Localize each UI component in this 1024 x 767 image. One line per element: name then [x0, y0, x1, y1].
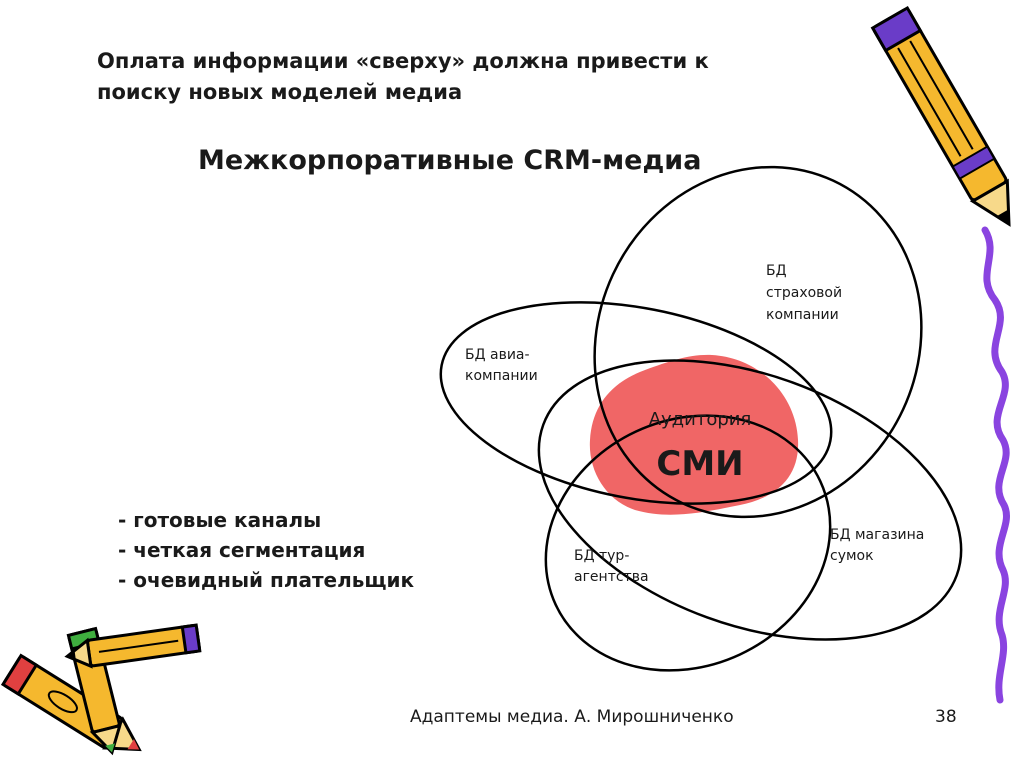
page-number: 38 — [935, 707, 957, 727]
label-airline-2: компании — [465, 368, 538, 384]
center-audience-blob — [589, 354, 799, 515]
label-travel-1: БД тур- — [574, 548, 629, 564]
label-travel-2: агентства — [574, 569, 649, 585]
pencil-icon — [870, 5, 1011, 227]
set-ellipse-insurance — [593, 165, 923, 519]
footer-credit: Адаптемы медиа. А. Мирошниченко — [410, 707, 734, 727]
bullet-item: - готовые каналы — [118, 508, 322, 532]
bullet-item: - очевидный плательщик — [118, 568, 415, 592]
intro-line-2: поиску новых моделей медиа — [97, 80, 463, 104]
decorative-squiggle-icon — [981, 226, 1010, 704]
intro-line-1: Оплата информации «сверху» должна привес… — [97, 49, 709, 73]
bullet-list: - готовые каналы - четкая сегментация - … — [118, 505, 414, 595]
pencil-icon — [0, 653, 142, 752]
bullet-item: - четкая сегментация — [118, 538, 366, 562]
label-insurance-2: страховой — [766, 285, 842, 301]
set-ellipse-bags — [537, 359, 963, 641]
venn-diagram: БД авиа- компании БД страховой компании … — [439, 165, 963, 672]
label-airline-1: БД авиа- — [465, 347, 530, 363]
label-insurance-1: БД — [766, 263, 787, 279]
set-ellipse-airline — [439, 301, 833, 505]
intro-text: Оплата информации «сверху» должна привес… — [97, 46, 777, 108]
label-bags-1: БД магазина — [830, 527, 924, 543]
center-label-1: Аудитория — [649, 409, 752, 430]
label-insurance-3: компании — [766, 307, 839, 323]
pencil-icon — [64, 623, 202, 669]
label-bags-2: сумок — [830, 548, 874, 564]
center-label-2: СМИ — [656, 444, 743, 484]
slide-title: Межкорпоративные CRM-медиа — [198, 145, 702, 176]
set-ellipse-travel — [544, 414, 832, 672]
